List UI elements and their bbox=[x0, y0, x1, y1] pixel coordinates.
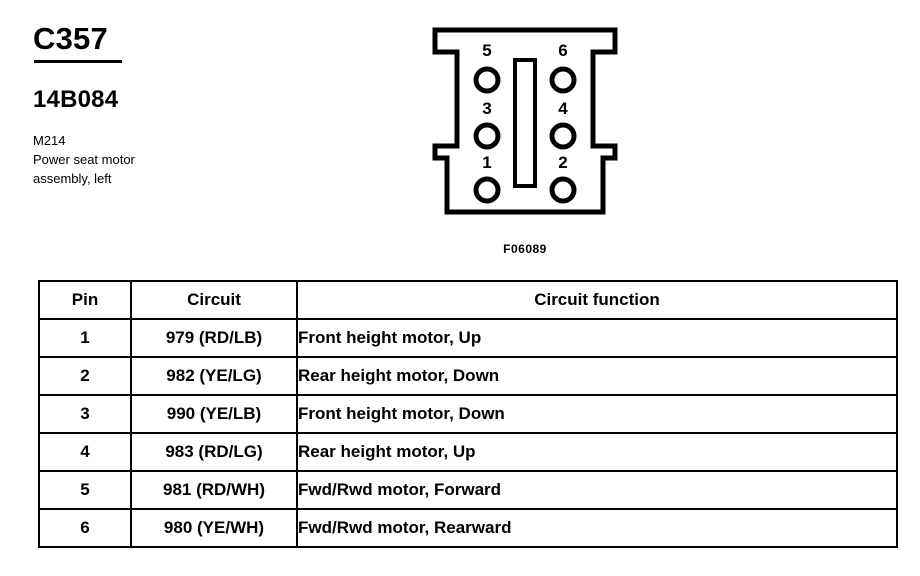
component-description-line-1: Power seat motor bbox=[33, 152, 135, 167]
pin-hole-3 bbox=[473, 122, 501, 150]
component-code-text: M214 bbox=[33, 133, 66, 148]
cell-pin: 2 bbox=[38, 356, 132, 396]
pin-hole-5 bbox=[473, 66, 501, 94]
cell-function: Rear height motor, Up bbox=[296, 432, 898, 472]
cell-circuit: 979 (RD/LB) bbox=[130, 318, 298, 358]
connector-id-heading: C357 bbox=[33, 21, 108, 56]
pinout-table: Pin Circuit Circuit function 1 979 (RD/L… bbox=[38, 280, 898, 548]
pin-hole-6 bbox=[549, 66, 577, 94]
cell-function: Front height motor, Up bbox=[296, 318, 898, 358]
cell-pin: 6 bbox=[38, 508, 132, 548]
pin-hole-4 bbox=[549, 122, 577, 150]
component-description-block: M214 Power seat motor assembly, left bbox=[33, 131, 363, 188]
pin-label-4: 4 bbox=[558, 99, 568, 118]
pin-label-1: 1 bbox=[482, 153, 491, 172]
pinout-table-body: 1 979 (RD/LB) Front height motor, Up 2 9… bbox=[38, 318, 898, 548]
title-underline-rule bbox=[34, 60, 122, 63]
column-header-circuit: Circuit bbox=[130, 280, 298, 320]
cell-pin: 1 bbox=[38, 318, 132, 358]
column-header-pin: Pin bbox=[38, 280, 132, 320]
connector-outline-svg: 5 6 3 4 1 2 bbox=[432, 27, 618, 215]
table-row: 3 990 (YE/LB) Front height motor, Down bbox=[38, 394, 898, 434]
pinout-table-header: Pin Circuit Circuit function bbox=[38, 280, 898, 320]
cell-circuit: 981 (RD/WH) bbox=[130, 470, 298, 510]
connector-keyway-slot bbox=[513, 58, 537, 188]
figure-reference-label: F06089 bbox=[503, 242, 547, 256]
pin-hole-2 bbox=[549, 176, 577, 204]
pin-label-5: 5 bbox=[482, 41, 491, 60]
table-row: 4 983 (RD/LG) Rear height motor, Up bbox=[38, 432, 898, 472]
part-number-heading: 14B084 bbox=[33, 86, 119, 113]
cell-function: Rear height motor, Down bbox=[296, 356, 898, 396]
cell-circuit: 982 (YE/LG) bbox=[130, 356, 298, 396]
column-header-function: Circuit function bbox=[296, 280, 898, 320]
table-header-row: Pin Circuit Circuit function bbox=[38, 280, 898, 320]
table-row: 2 982 (YE/LG) Rear height motor, Down bbox=[38, 356, 898, 396]
pin-hole-1 bbox=[473, 176, 501, 204]
cell-function: Fwd/Rwd motor, Rearward bbox=[296, 508, 898, 548]
cell-circuit: 983 (RD/LG) bbox=[130, 432, 298, 472]
cell-function: Fwd/Rwd motor, Forward bbox=[296, 470, 898, 510]
connector-body-outline bbox=[432, 27, 618, 215]
pin-label-2: 2 bbox=[558, 153, 567, 172]
cell-pin: 3 bbox=[38, 394, 132, 434]
connector-identification-block: C357 14B084 M214 Power seat motor assemb… bbox=[33, 22, 363, 188]
table-row: 5 981 (RD/WH) Fwd/Rwd motor, Forward bbox=[38, 470, 898, 510]
cell-function: Front height motor, Down bbox=[296, 394, 898, 434]
table-row: 6 980 (YE/WH) Fwd/Rwd motor, Rearward bbox=[38, 508, 898, 548]
cell-pin: 5 bbox=[38, 470, 132, 510]
cell-pin: 4 bbox=[38, 432, 132, 472]
table-row: 1 979 (RD/LB) Front height motor, Up bbox=[38, 318, 898, 358]
pin-label-3: 3 bbox=[482, 99, 491, 118]
pin-label-6: 6 bbox=[558, 41, 567, 60]
component-description-line-2: assembly, left bbox=[33, 171, 112, 186]
cell-circuit: 980 (YE/WH) bbox=[130, 508, 298, 548]
connector-diagram: 5 6 3 4 1 2 F06089 bbox=[425, 26, 625, 266]
cell-circuit: 990 (YE/LB) bbox=[130, 394, 298, 434]
